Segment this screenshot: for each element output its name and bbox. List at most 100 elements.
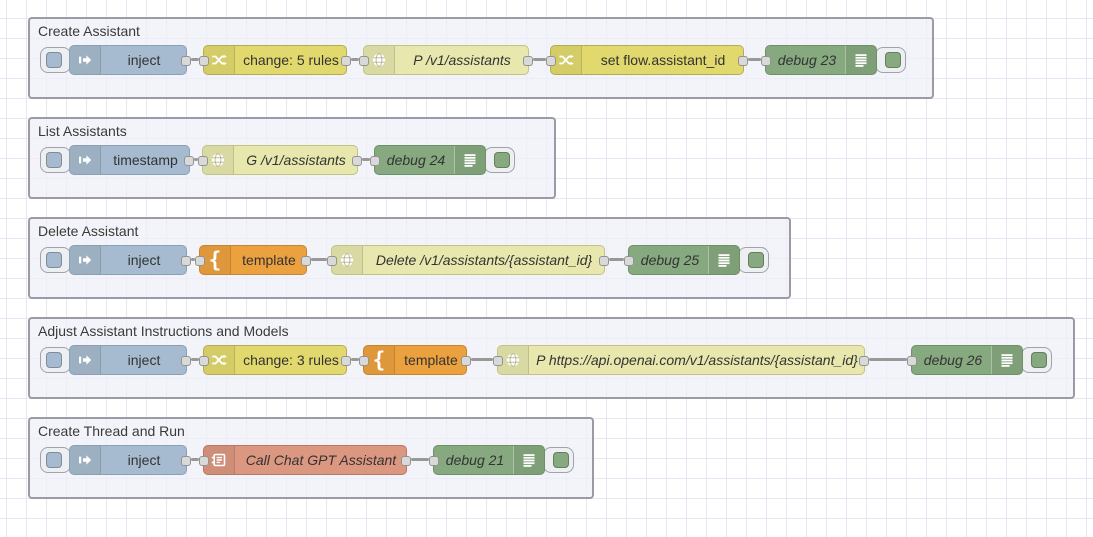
subflow-icon xyxy=(204,446,235,474)
output-port[interactable] xyxy=(341,56,351,66)
output-port[interactable] xyxy=(184,156,194,166)
output-port[interactable] xyxy=(599,256,609,266)
globe-icon xyxy=(498,346,529,374)
debug-toggle-button[interactable] xyxy=(543,447,574,473)
wire[interactable] xyxy=(351,358,359,361)
output-port[interactable] xyxy=(181,356,191,366)
globe-icon xyxy=(332,246,363,274)
input-port[interactable] xyxy=(546,56,556,66)
node-template[interactable]: {template xyxy=(359,345,471,375)
debug-toggle-face xyxy=(1031,352,1047,368)
wire[interactable] xyxy=(351,58,359,61)
wire[interactable] xyxy=(609,258,624,261)
wire[interactable] xyxy=(362,158,370,161)
wire[interactable] xyxy=(191,258,195,261)
input-port[interactable] xyxy=(195,256,205,266)
node-label: debug 25 xyxy=(640,252,700,268)
debug-toggle-button[interactable] xyxy=(875,47,906,73)
output-port[interactable] xyxy=(401,456,411,466)
output-port[interactable] xyxy=(341,356,351,366)
debug-sidebar-icon xyxy=(513,446,544,474)
input-port[interactable] xyxy=(907,356,917,366)
node-debug[interactable]: debug 26 xyxy=(907,345,1023,375)
wire[interactable] xyxy=(471,358,493,361)
inject-button[interactable] xyxy=(40,347,71,373)
inject-button[interactable] xyxy=(40,47,71,73)
node-label: debug 23 xyxy=(777,52,837,68)
node-label: Call Chat GPT Assistant xyxy=(245,452,397,468)
node-label: template xyxy=(404,352,458,368)
node-debug[interactable]: debug 25 xyxy=(624,245,740,275)
node-inject[interactable]: inject xyxy=(69,45,191,75)
node-change[interactable]: change: 5 rules xyxy=(199,45,351,75)
debug-sidebar-icon xyxy=(991,346,1022,374)
input-port[interactable] xyxy=(359,56,369,66)
debug-sidebar-icon xyxy=(708,246,739,274)
input-port[interactable] xyxy=(370,156,380,166)
input-port[interactable] xyxy=(198,156,208,166)
node-subflow[interactable]: Call Chat GPT Assistant xyxy=(199,445,411,475)
globe-icon xyxy=(364,46,395,74)
globe-icon xyxy=(203,146,234,174)
node-debug[interactable]: debug 23 xyxy=(761,45,877,75)
group-title: Delete Assistant xyxy=(38,223,139,239)
node-http[interactable]: P /v1/assistants xyxy=(359,45,533,75)
output-port[interactable] xyxy=(181,456,191,466)
inject-button[interactable] xyxy=(40,247,71,273)
input-port[interactable] xyxy=(199,456,209,466)
node-change[interactable]: set flow.assistant_id xyxy=(546,45,748,75)
input-port[interactable] xyxy=(624,256,634,266)
output-port[interactable] xyxy=(301,256,311,266)
input-port[interactable] xyxy=(199,56,209,66)
wire[interactable] xyxy=(311,258,327,261)
input-port[interactable] xyxy=(199,356,209,366)
output-port[interactable] xyxy=(181,256,191,266)
node-label: inject xyxy=(127,252,161,268)
node-inject[interactable]: timestamp xyxy=(69,145,194,175)
node-http[interactable]: G /v1/assistants xyxy=(198,145,362,175)
wire[interactable] xyxy=(869,358,907,361)
input-port[interactable] xyxy=(493,356,503,366)
node-inject[interactable]: inject xyxy=(69,445,191,475)
wire[interactable] xyxy=(191,458,199,461)
wire[interactable] xyxy=(748,58,761,61)
output-port[interactable] xyxy=(352,156,362,166)
inject-button-face xyxy=(46,252,62,268)
debug-toggle-face xyxy=(885,52,901,68)
node-label: timestamp xyxy=(113,152,178,168)
node-debug[interactable]: debug 21 xyxy=(429,445,545,475)
inject-button[interactable] xyxy=(40,147,71,173)
input-port[interactable] xyxy=(359,356,369,366)
wire[interactable] xyxy=(411,458,429,461)
node-label: set flow.assistant_id xyxy=(600,52,726,68)
debug-toggle-button[interactable] xyxy=(1021,347,1052,373)
wire[interactable] xyxy=(194,158,198,161)
debug-toggle-button[interactable] xyxy=(484,147,515,173)
node-http[interactable]: Delete /v1/assistants/{assistant_id} xyxy=(327,245,609,275)
output-port[interactable] xyxy=(461,356,471,366)
wire[interactable] xyxy=(191,58,199,61)
node-label: change: 3 rules xyxy=(243,352,339,368)
inject-button[interactable] xyxy=(40,447,71,473)
node-http[interactable]: P https://api.openai.com/v1/assistants/{… xyxy=(493,345,869,375)
node-template[interactable]: {template xyxy=(195,245,311,275)
wire[interactable] xyxy=(533,58,546,61)
node-inject[interactable]: inject xyxy=(69,345,191,375)
node-debug[interactable]: debug 24 xyxy=(370,145,486,175)
group-title: Create Thread and Run xyxy=(38,423,185,439)
shuffle-icon xyxy=(551,46,582,74)
node-inject[interactable]: inject xyxy=(69,245,191,275)
wire[interactable] xyxy=(191,358,199,361)
output-port[interactable] xyxy=(523,56,533,66)
input-port[interactable] xyxy=(761,56,771,66)
output-port[interactable] xyxy=(859,356,869,366)
input-port[interactable] xyxy=(327,256,337,266)
debug-toggle-button[interactable] xyxy=(738,247,769,273)
debug-sidebar-icon xyxy=(454,146,485,174)
output-port[interactable] xyxy=(181,56,191,66)
node-change[interactable]: change: 3 rules xyxy=(199,345,351,375)
input-port[interactable] xyxy=(429,456,439,466)
node-label: inject xyxy=(127,352,161,368)
output-port[interactable] xyxy=(738,56,748,66)
